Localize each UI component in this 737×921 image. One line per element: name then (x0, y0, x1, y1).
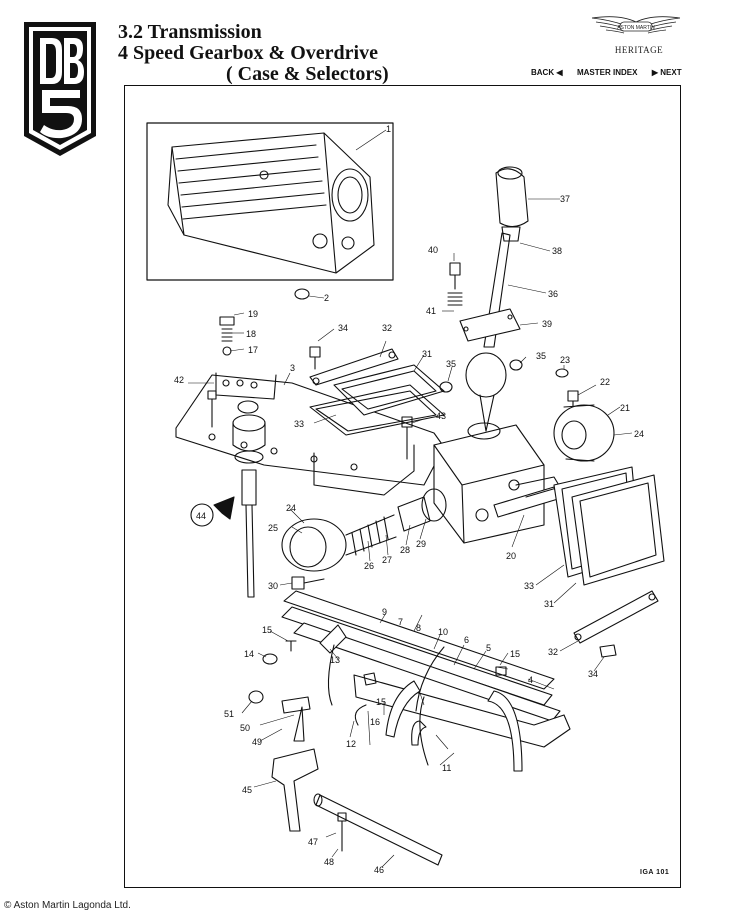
arrow-left-icon: ◀ (556, 68, 563, 77)
back-label: BACK (531, 68, 555, 77)
callout-31b: 31 (544, 599, 554, 609)
callout-44: 44 (196, 511, 206, 521)
callout-45: 45 (242, 785, 252, 795)
callout-6: 6 (464, 635, 469, 645)
title-line-3: ( Case & Selectors) (226, 63, 389, 85)
callout-1: 1 (386, 124, 391, 134)
callout-24a: 24 (634, 429, 644, 439)
callout-36: 36 (548, 289, 558, 299)
gearbox-case (167, 132, 375, 274)
callout-41: 41 (426, 306, 436, 316)
title-line-2: 4 Speed Gearbox & Overdrive (118, 42, 378, 64)
callout-51: 51 (224, 709, 234, 719)
callout-46: 46 (374, 865, 384, 875)
callout-34b: 34 (588, 669, 598, 679)
callout-34a: 34 (338, 323, 348, 333)
back-link[interactable]: BACK ◀ (531, 68, 563, 77)
callout-19: 19 (248, 309, 258, 319)
callout-8: 8 (416, 623, 421, 633)
callout-49: 49 (252, 737, 262, 747)
callout-24b: 24 (286, 503, 296, 513)
page-title: 3.2 Transmission 4 Speed Gearbox & Overd… (118, 22, 389, 85)
diagram-frame (124, 85, 681, 888)
callout-29: 29 (416, 539, 426, 549)
brand-subtitle: HERITAGE (614, 45, 664, 55)
callout-17: 17 (248, 345, 258, 355)
callout-33a: 33 (294, 419, 304, 429)
callout-15c: 15 (376, 697, 386, 707)
callout-32b: 32 (548, 647, 558, 657)
next-label: NEXT (660, 68, 682, 77)
master-index-link[interactable]: MASTER INDEX (576, 68, 638, 77)
callout-16: 16 (370, 717, 380, 727)
callout-26: 26 (364, 561, 374, 571)
page-navigation: BACK ◀ MASTER INDEX ▶ NEXT (531, 68, 682, 77)
callout-37: 37 (560, 194, 570, 204)
plate-reference: IGA 101 (640, 869, 670, 876)
callout-7: 7 (398, 617, 403, 627)
callout-27: 27 (382, 555, 392, 565)
callout-13: 13 (330, 655, 340, 665)
callout-15b: 15 (510, 649, 520, 659)
callout-28: 28 (400, 545, 410, 555)
callout-10: 10 (438, 627, 448, 637)
callout-35b: 35 (536, 351, 546, 361)
brand-name: ASTON MARTIN (617, 25, 655, 31)
copyright-footer: © Aston Martin Lagonda Ltd. (4, 900, 131, 911)
callout-39: 39 (542, 319, 552, 329)
callout-3: 3 (290, 363, 295, 373)
callout-12: 12 (346, 739, 356, 749)
callout-43: 43 (436, 411, 446, 421)
top-cover (175, 372, 445, 496)
callout-25: 25 (268, 523, 278, 533)
callout-18: 18 (246, 329, 256, 339)
callout-48: 48 (324, 857, 334, 867)
title-line-1: 3.2 Transmission (118, 21, 262, 43)
callout-38: 38 (552, 246, 562, 256)
callout-11: 11 (442, 763, 451, 773)
exploded-parts-diagram: 1 2 3 4 5 6 7 8 9 10 11 12 13 14 15 15 1… (146, 122, 665, 875)
callout-33b: 33 (524, 581, 534, 591)
callout-21: 21 (620, 403, 630, 413)
callout-15a: 15 (262, 625, 272, 635)
db5-logo (24, 22, 96, 156)
callout-40: 40 (428, 245, 438, 255)
callout-23: 23 (560, 355, 570, 365)
callout-labels: 1 2 3 4 5 6 7 8 9 10 11 12 13 14 15 15 1… (174, 124, 644, 875)
callout-42: 42 (174, 375, 184, 385)
callout-4: 4 (528, 675, 533, 685)
arrow-right-icon: ▶ (651, 68, 659, 77)
callout-22: 22 (600, 377, 610, 387)
callout-32a: 32 (382, 323, 392, 333)
callout-47: 47 (308, 837, 318, 847)
callout-31a: 31 (422, 349, 432, 359)
aston-martin-wings-logo: ASTON MARTIN (591, 16, 681, 34)
callout-50: 50 (240, 723, 250, 733)
next-link[interactable]: ▶ NEXT (652, 68, 682, 77)
callout-2: 2 (324, 293, 329, 303)
selector-housing (433, 422, 561, 544)
callout-20: 20 (506, 551, 516, 561)
callout-30: 30 (268, 581, 278, 591)
callout-9: 9 (382, 607, 387, 617)
plug-part (294, 288, 310, 300)
callout-14: 14 (244, 649, 254, 659)
callout-35a: 35 (446, 359, 456, 369)
callout-5: 5 (486, 643, 491, 653)
